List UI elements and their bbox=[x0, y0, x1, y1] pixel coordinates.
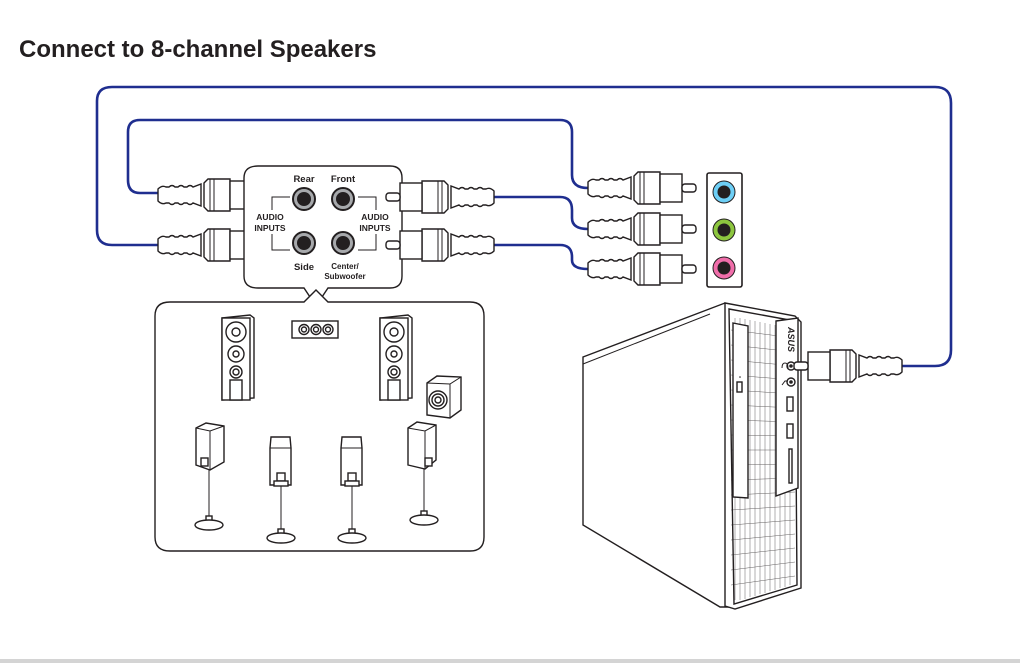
cable-front-to-line-out bbox=[492, 195, 589, 231]
cable-rear-to-line-in bbox=[126, 118, 589, 195]
label-audio-inputs-left-2: INPUTS bbox=[254, 223, 286, 233]
speaker-front-right bbox=[379, 314, 413, 401]
usb-port-2 bbox=[786, 423, 794, 439]
jack-mic-in bbox=[712, 256, 736, 280]
jack-side bbox=[292, 231, 316, 255]
rca-plug-center-subwoofer bbox=[385, 228, 495, 262]
rear-audio-panel bbox=[706, 172, 743, 288]
pc-tower: ASUS bbox=[582, 302, 802, 610]
speaker-rear-left bbox=[266, 436, 296, 544]
rca-plug-line-in bbox=[587, 171, 697, 205]
rca-plug-front bbox=[385, 180, 495, 214]
jack-line-out bbox=[712, 218, 736, 242]
jack-center-subwoofer bbox=[331, 231, 355, 255]
headphone-jack bbox=[781, 361, 796, 371]
label-front: Front bbox=[331, 174, 356, 185]
pc-brand-logo: ASUS bbox=[786, 326, 796, 352]
cable-side-to-pc-front bbox=[95, 85, 953, 368]
label-subwoofer: Subwoofer bbox=[324, 272, 365, 281]
jack-line-in bbox=[712, 180, 736, 204]
label-side: Side bbox=[294, 262, 314, 273]
speaker-rear-right bbox=[337, 436, 367, 544]
speaker-side-left bbox=[194, 422, 225, 531]
amplifier-input-panel bbox=[243, 165, 403, 308]
rca-plug-line-out bbox=[587, 212, 697, 246]
cable-center-to-mic-in bbox=[492, 243, 589, 271]
footer-divider bbox=[0, 659, 1020, 663]
label-audio-inputs-left-1: AUDIO bbox=[256, 212, 284, 222]
label-audio-inputs-right-2: INPUTS bbox=[359, 223, 391, 233]
speaker-front-left bbox=[221, 314, 255, 401]
speaker-side-right bbox=[407, 421, 439, 526]
speaker-subwoofer bbox=[426, 375, 462, 419]
label-center: Center/ bbox=[331, 262, 359, 271]
jack-rear bbox=[292, 187, 316, 211]
label-rear: Rear bbox=[293, 174, 314, 185]
rca-plug-mic-in bbox=[587, 252, 697, 286]
speaker-center bbox=[291, 320, 339, 339]
label-audio-inputs-right-1: AUDIO bbox=[361, 212, 389, 222]
jack-front bbox=[331, 187, 355, 211]
page-title: Connect to 8-channel Speakers bbox=[19, 36, 377, 63]
rca-plug-pc-front bbox=[793, 349, 903, 383]
card-reader-slot bbox=[788, 448, 793, 484]
usb-port-1 bbox=[786, 396, 794, 412]
mic-jack bbox=[781, 377, 796, 387]
